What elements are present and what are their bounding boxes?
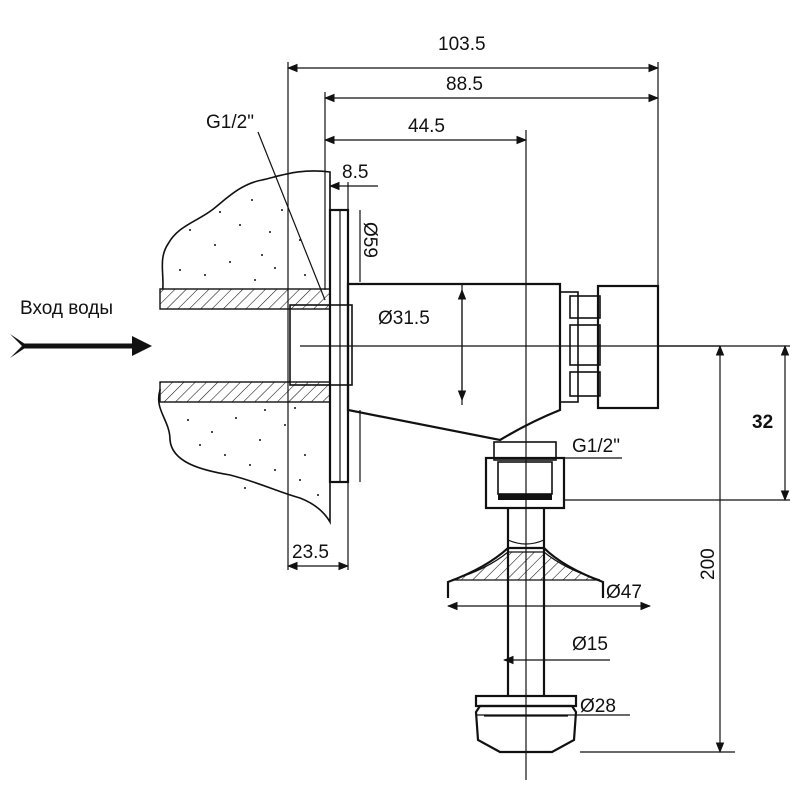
dim-axis-to-outlet: 32 <box>752 412 773 433</box>
dim-inlet-thread: G1/2" <box>206 112 254 133</box>
dimension-lines <box>257 63 790 754</box>
outlet-coupling <box>484 441 566 510</box>
dim-flange-diameter: Ø59 <box>359 222 380 258</box>
dim-outlet-thread: G1/2" <box>572 436 620 457</box>
dim-body-diameter: Ø31.5 <box>378 308 430 329</box>
water-inlet-arrow-icon <box>10 334 152 358</box>
dim-tube-diameter: Ø15 <box>572 634 608 655</box>
dim-cone-diameter: Ø47 <box>606 582 642 603</box>
dim-foot-diameter: Ø28 <box>580 696 616 717</box>
dim-wall-depth: 23.5 <box>292 542 329 563</box>
dim-total-height: 200 <box>698 548 719 580</box>
dim-body-length: 88.5 <box>446 74 483 95</box>
valve-body <box>346 282 660 442</box>
inlet-label: Вход воды <box>20 298 113 319</box>
inlet-nipple <box>289 304 353 386</box>
concrete-texture <box>179 199 319 496</box>
dim-overall-length: 103.5 <box>438 34 486 55</box>
center-lines <box>300 130 720 780</box>
dim-flange-thickness: 8.5 <box>342 162 368 183</box>
dim-axis-offset: 44.5 <box>408 116 445 137</box>
